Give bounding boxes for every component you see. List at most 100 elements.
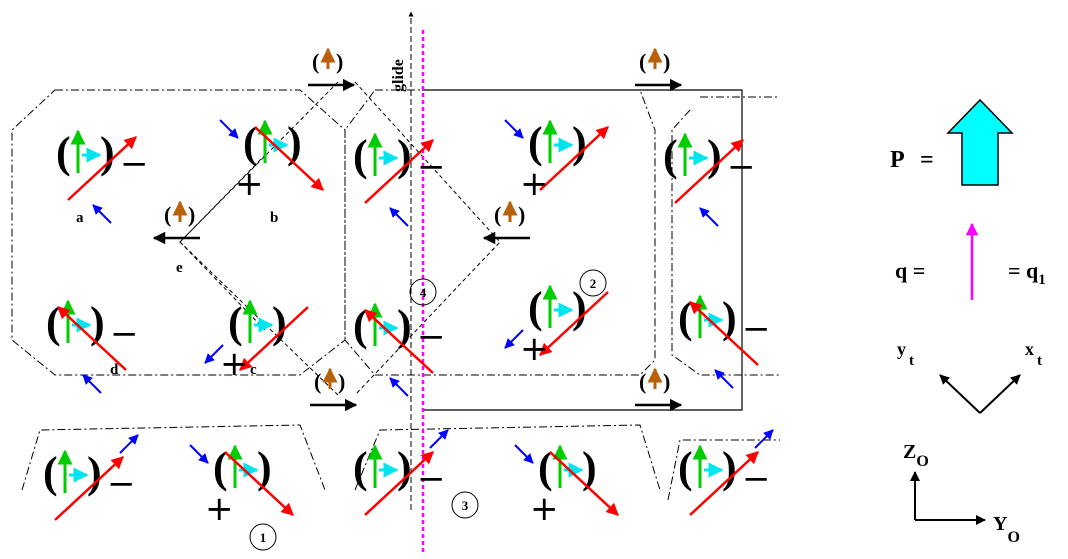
paren-close: ) <box>722 443 737 492</box>
paren-close: ) <box>338 369 345 394</box>
site-label-b: b <box>270 210 278 226</box>
xt-axis-arrow <box>979 374 1021 414</box>
paren-close: ) <box>572 118 587 167</box>
red-arrow <box>239 306 309 371</box>
paren-close: ) <box>663 369 670 394</box>
paren-open: ( <box>213 443 228 492</box>
paren-open: ( <box>56 128 71 177</box>
paren-open: ( <box>528 118 543 167</box>
legend-q-label: q = <box>895 258 925 283</box>
zo-label: ZO <box>903 441 929 470</box>
circled-number-3: 3 <box>451 491 479 519</box>
yt-axis-arrow <box>939 374 981 414</box>
brown-spin-marker: () <box>310 367 358 412</box>
red-arrow <box>539 291 609 356</box>
spin-unit: () + <box>504 118 609 204</box>
sign-mark: + <box>220 344 249 384</box>
sign-mark: − <box>120 144 149 184</box>
paren-open: ( <box>353 301 368 350</box>
red-arrow <box>54 456 124 521</box>
sign-mark: − <box>110 314 139 354</box>
site-label-c: c <box>250 362 257 378</box>
p-arrow-icon <box>946 98 1014 186</box>
cell-outline-bottom-right <box>667 439 780 501</box>
spin-unit: ()− <box>353 131 446 227</box>
blue-arrow <box>429 429 449 449</box>
circled-number-2: 2 <box>579 269 607 297</box>
spin-unit: ()− <box>663 131 756 227</box>
glide-label: glide <box>390 59 407 92</box>
paren-close: ) <box>90 298 105 347</box>
legend-q1-subscript: 1 <box>1038 272 1046 288</box>
paren-open: ( <box>243 118 258 167</box>
blue-arrow <box>189 444 209 464</box>
spin-unit: ()− <box>46 298 139 394</box>
cell-outline-top-left <box>11 89 346 376</box>
sign-mark: − <box>742 459 771 499</box>
paren-open: ( <box>312 49 319 74</box>
paren-close: ) <box>397 443 412 492</box>
paren-close: ) <box>397 301 412 350</box>
site-label-e: e <box>176 260 183 276</box>
paren-open: ( <box>678 293 693 342</box>
legend-q1-label: = q1 <box>1008 258 1046 288</box>
paren-open: ( <box>663 131 678 180</box>
diamond-left <box>179 81 339 396</box>
paren-open: ( <box>528 283 543 332</box>
red-arrow <box>57 306 127 371</box>
blue-arrow <box>754 429 774 449</box>
paren-open: ( <box>164 202 171 227</box>
sign-mark: + <box>205 489 234 529</box>
yt-label-main: y <box>897 339 906 359</box>
blue-arrow <box>82 374 102 394</box>
cell-outline-bottom-left <box>21 424 326 491</box>
red-arrow <box>254 126 324 191</box>
spin-unit: ()− <box>43 434 139 521</box>
circled-number-3-text: 3 <box>462 498 469 513</box>
sign-mark: − <box>742 309 771 349</box>
paren-open: ( <box>46 298 61 347</box>
sign-mark: + <box>520 329 549 369</box>
paren-open: ( <box>43 448 58 497</box>
cell-outline-bottom-middle <box>354 424 661 491</box>
spin-unit: ()− <box>678 293 771 389</box>
yo-label: YO <box>993 513 1020 546</box>
red-arrow <box>224 451 294 516</box>
spin-unit: ()+ <box>514 443 619 529</box>
zo-label-sub: O <box>916 453 928 470</box>
xt-label-sub: t <box>1037 353 1042 369</box>
paren-close: ) <box>87 448 102 497</box>
circled-number-1: 1 <box>249 523 277 551</box>
brown-spin-marker: () <box>482 200 530 245</box>
sign-mark: + <box>520 164 549 204</box>
xt-label: xt <box>1025 339 1042 369</box>
brown-arrows-layer: ()()()()()() <box>152 47 683 412</box>
paren-close: ) <box>188 202 195 227</box>
paren-close: ) <box>572 283 587 332</box>
red-arrow <box>67 136 137 201</box>
paren-close: ) <box>722 293 737 342</box>
yo-label-sub: O <box>1007 529 1019 546</box>
blue-arrow <box>504 119 524 139</box>
paren-open: ( <box>353 443 368 492</box>
spin-unit: ()− <box>678 429 774 516</box>
site-label-d: d <box>110 362 119 378</box>
paren-close: ) <box>257 443 272 492</box>
paren-close: ) <box>272 298 287 347</box>
zo-label-main: Z <box>903 441 916 463</box>
paren-close: ) <box>663 49 670 74</box>
units-layer: ()−()+()−()+()−()−()+()−()+()−()−()+()−(… <box>43 118 774 529</box>
red-arrow <box>364 139 434 204</box>
paren-close: ) <box>287 118 302 167</box>
blue-arrow <box>389 377 409 397</box>
sign-mark: + <box>530 489 559 529</box>
blue-arrow <box>389 207 409 227</box>
blue-arrow <box>699 207 719 227</box>
sign-mark: + <box>235 164 264 204</box>
paren-open: ( <box>678 443 693 492</box>
spin-unit: ()− <box>353 301 446 397</box>
unit-cell-frame <box>422 89 743 411</box>
sign-mark: − <box>107 464 136 504</box>
circled-number-2-text: 2 <box>590 276 597 291</box>
paren-close: ) <box>518 202 525 227</box>
